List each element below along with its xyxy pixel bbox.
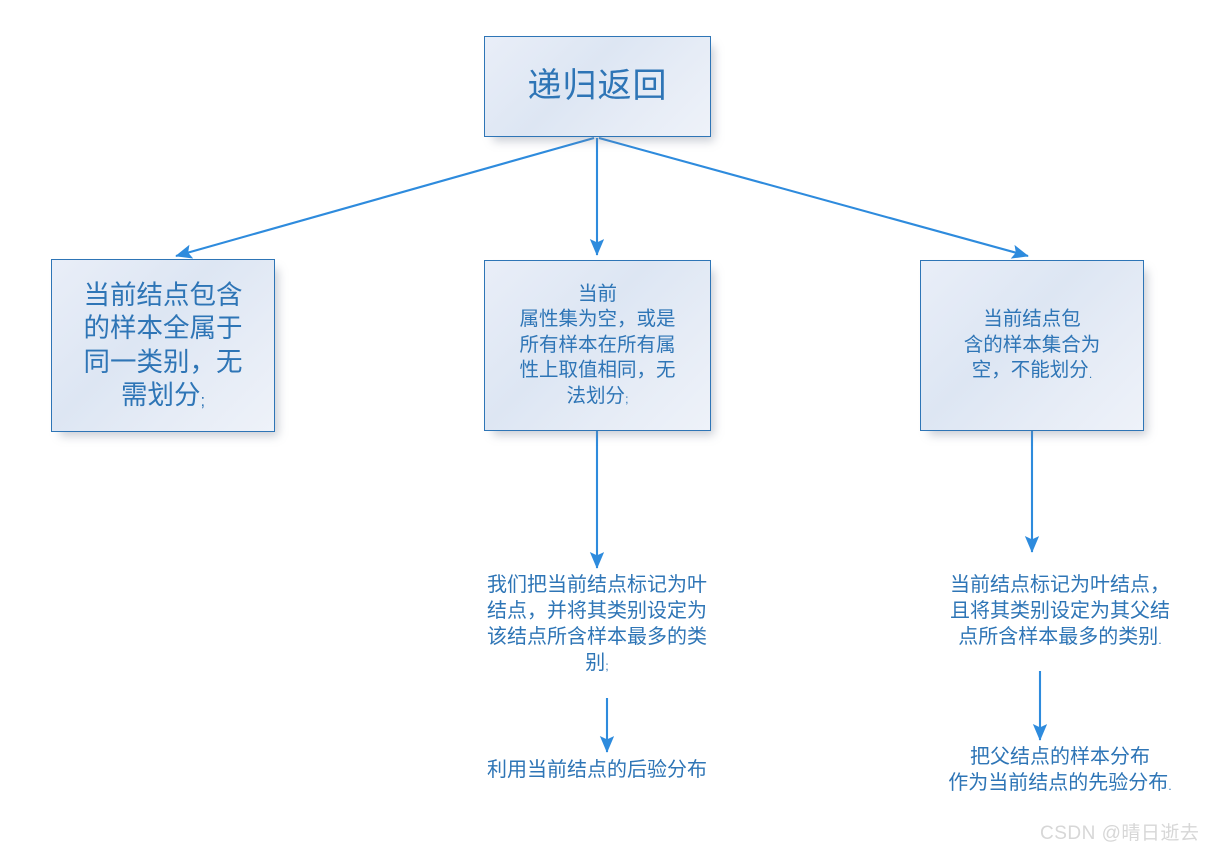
watermark: CSDN @晴日逝去 [1040,823,1200,844]
node-same-class-text: 当前结点包含 的样本全属于 同一类别，无 需划分; [84,279,243,413]
caption-right-primary-label: 当前结点标记为叶结点， 且将其类别设定为其父结 点所含样本最多的类别 [950,574,1170,648]
node-empty-sample-set-text: 当前结点包 含的样本集合为 空，不能划分. [964,307,1101,384]
caption-right-primary: 当前结点标记为叶结点， 且将其类别设定为其父结 点所含样本最多的类别. [910,572,1210,650]
node-empty-attribute-set-label: 当前 属性集为空，或是 所有样本在所有属 性上取值相同，无 法划分 [519,283,676,407]
node-recursive-return-label: 递归返回 [527,67,668,106]
caption-middle-secondary-label: 利用当前结点的后验分布 [487,759,707,781]
node-same-class[interactable]: 当前结点包含 的样本全属于 同一类别，无 需划分; [51,259,275,432]
caption-middle-primary: 我们把当前结点标记为叶 结点，并将其类别设定为 该结点所含样本最多的类 别; [437,572,757,676]
node-empty-sample-set-tail: . [1088,366,1093,381]
node-empty-attribute-set[interactable]: 当前 属性集为空，或是 所有样本在所有属 性上取值相同，无 法划分; [484,260,711,431]
node-empty-sample-set-label: 当前结点包 含的样本集合为 空，不能划分 [963,307,1101,382]
caption-middle-secondary: 利用当前结点的后验分布 [437,757,757,783]
connector-root-to-left [175,136,595,259]
caption-right-secondary-tail: . [1168,779,1172,794]
node-same-class-tail: ; [200,391,206,410]
caption-right-primary-tail: . [1158,633,1162,648]
node-empty-sample-set[interactable]: 当前结点包 含的样本集合为 空，不能划分. [920,260,1144,431]
caption-middle-primary-label: 我们把当前结点标记为叶 结点，并将其类别设定为 该结点所含样本最多的类 别 [487,574,707,674]
node-recursive-return[interactable]: 递归返回 [484,36,711,137]
caption-right-secondary-label: 把父结点的样本分布 作为当前结点的先验分布 [948,746,1169,794]
node-empty-attribute-set-tail: ; [625,391,629,406]
node-same-class-label: 当前结点包含 的样本全属于 同一类别，无 需划分 [83,279,243,410]
caption-right-secondary: 把父结点的样本分布 作为当前结点的先验分布. [910,744,1210,796]
caption-middle-primary-tail: ; [605,659,609,674]
node-empty-attribute-set-text: 当前 属性集为空，或是 所有样本在所有属 性上取值相同，无 法划分; [519,282,675,409]
connector-root-to-right [598,136,1029,259]
